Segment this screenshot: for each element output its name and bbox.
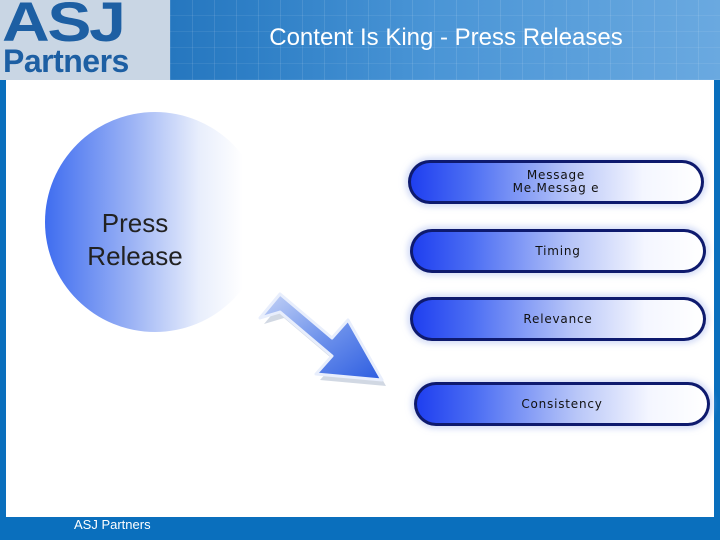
company-logo: ASJ Partners xyxy=(0,0,170,80)
pill-label-message: Message Me.Messag e xyxy=(512,168,600,195)
pill-relevance: Relevance xyxy=(410,297,706,341)
pill-consistency: Consistency xyxy=(414,382,710,426)
logo-wordmark-asj: ASJ xyxy=(2,0,126,53)
arrow-icon xyxy=(258,292,386,386)
header-grid-pattern xyxy=(170,0,720,80)
circle-label: Press Release xyxy=(87,208,183,271)
page-title: Content Is King - Press Releases xyxy=(269,24,623,51)
footer-text: ASJ Partners xyxy=(74,517,151,532)
header-band: ASJ Partners Content Is King - Press Rel… xyxy=(0,0,720,80)
footer-strip xyxy=(0,517,720,540)
pill-message: Message Me.Messag e xyxy=(408,160,704,204)
pill-label-relevance: Relevance xyxy=(523,311,593,326)
logo-wordmark-partners: Partners xyxy=(3,43,129,79)
pill-label-consistency: Consistency xyxy=(521,396,603,411)
pill-timing: Timing xyxy=(410,229,706,273)
press-release-circle xyxy=(45,112,265,332)
pill-label-timing: Timing xyxy=(535,243,581,258)
